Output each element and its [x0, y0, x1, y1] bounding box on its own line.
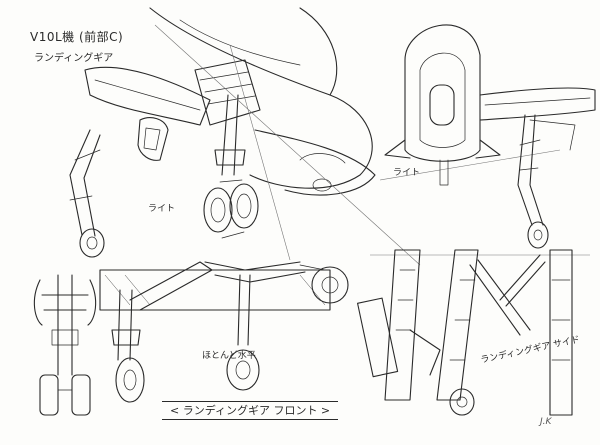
- artist-signature: J.K: [540, 417, 552, 427]
- front-gear-caption: < ランディングギア フロント >: [162, 401, 339, 420]
- light-label-left: ライト: [148, 204, 176, 214]
- sheet-title: V10L機 (前部C): [30, 30, 124, 44]
- gear-frontal-small: [33, 274, 97, 416]
- side-gear-detail: [357, 249, 590, 416]
- light-label-right: ライト: [393, 168, 421, 178]
- sheet-subtitle: ランディングギア: [34, 53, 114, 64]
- front-gear-detail: [99, 261, 349, 403]
- extended-state-note: ほとんど水平: [202, 351, 256, 361]
- front-view: [384, 24, 596, 249]
- nose-underside-view: [69, 7, 561, 266]
